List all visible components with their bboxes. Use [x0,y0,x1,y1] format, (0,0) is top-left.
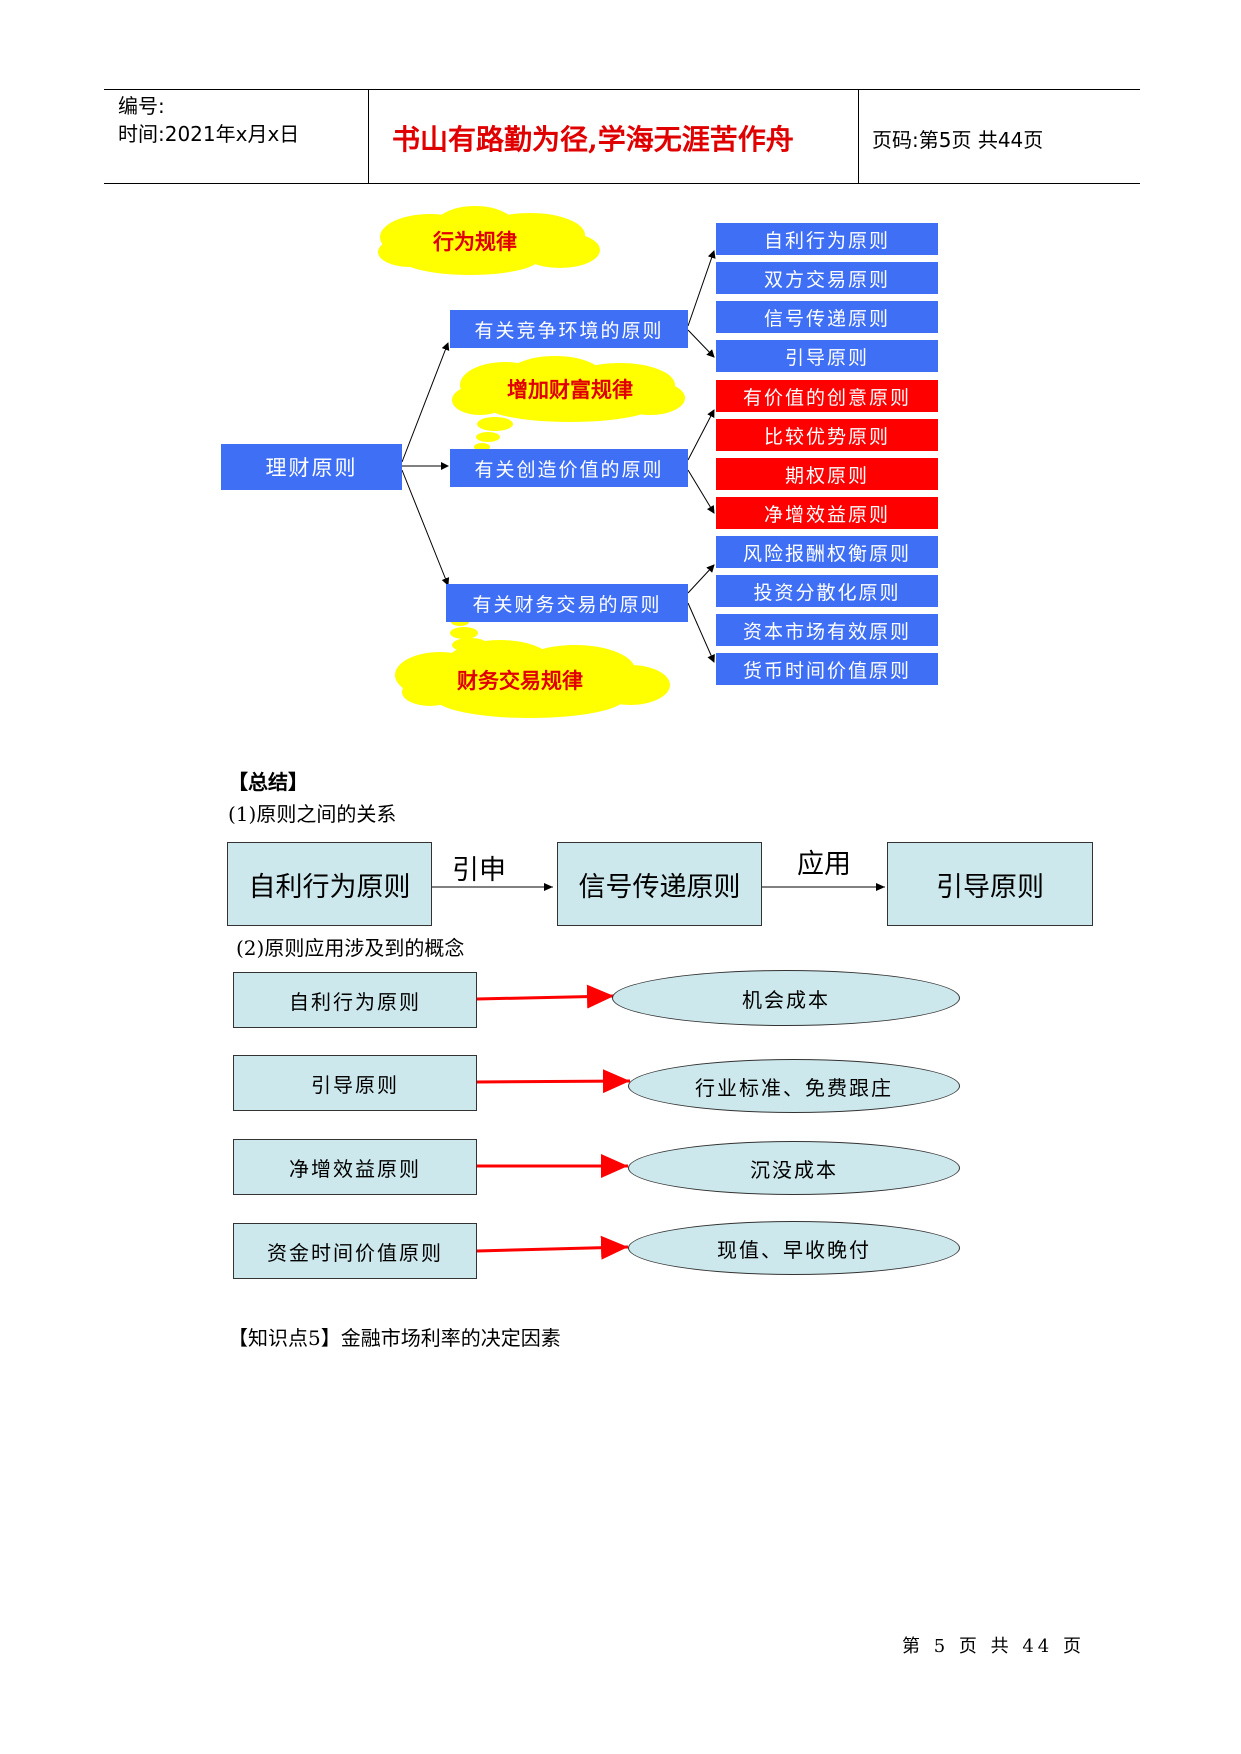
mindmap-branch-2: 有关创造价值的原则 [450,449,688,487]
mindmap-branch-3: 有关财务交易的原则 [446,584,688,622]
mindmap-canvas [378,206,716,718]
mindmap-branch-1: 有关竞争环境的原则 [450,310,688,348]
concept-value-4: 现值、早收晚付 [628,1221,960,1275]
header-bottom-rule [104,183,1140,184]
concept-principle-3: 净增效益原则 [233,1139,477,1195]
concept-value-2: 行业标准、免费跟庄 [628,1059,960,1113]
cloud-finance-label: 财务交易规律 [457,668,583,693]
edge-b1-leaf4 [687,329,715,358]
edge-b1-leaf1 [687,250,716,327]
header-motto: 书山有路勤为径,学海无涯苦作舟 [392,123,794,156]
mindmap-leaf-2-3: 期权原则 [716,458,938,490]
knowledge-point-heading: 【知识点5】金融市场利率的决定因素 [228,1326,561,1350]
relation-arrows [432,883,885,891]
relation-box-2: 信号传递原则 [557,842,762,926]
mindmap-root: 理财原则 [221,444,402,490]
mindmap-leaf-1-3: 信号传递原则 [716,301,938,333]
relation-arrow-label-2: 应用 [797,849,851,880]
concept-principle-1: 自利行为原则 [233,972,477,1028]
page-footer: 第 5 页 共 44 页 [902,1636,1085,1657]
cloud-behavior-shape [378,206,600,275]
cloud-wealth-shape [452,356,685,451]
mindmap-leaf-3-1: 风险报酬权衡原则 [716,536,938,568]
cloud-behavior-label: 行为规律 [433,229,517,254]
edge-root-branch1 [401,342,450,463]
header-top-rule [104,89,1140,90]
concept-value-1: 机会成本 [612,970,960,1026]
summary-sub1: (1)原则之间的关系 [228,802,397,826]
concept-value-3: 沉没成本 [628,1141,960,1195]
mindmap-leaf-1-4: 引导原则 [716,340,938,372]
mindmap-leaf-1-2: 双方交易原则 [716,262,938,294]
mindmap-leaf-2-1: 有价值的创意原则 [716,380,938,412]
header-serial: 编号: [118,94,165,118]
concept-arrows [476,984,631,1260]
mindmap-leaf-2-4: 净增效益原则 [716,497,938,529]
edge-b2-leaf1 [687,409,715,461]
concept-principle-4: 资金时间价值原则 [233,1223,477,1279]
cloud-wealth-label: 增加财富规律 [507,377,633,402]
edge-b3-leaf1 [687,564,715,594]
mindmap-leaf-3-2: 投资分散化原则 [716,575,938,607]
concept-principle-2: 引导原则 [233,1055,477,1111]
header-page-number: 页码:第5页 共44页 [872,128,1044,152]
header-time: 时间:2021年x月x日 [118,122,300,146]
relation-box-3: 引导原则 [887,842,1093,926]
relation-box-1: 自利行为原则 [227,842,432,926]
cloud-finance-shape [395,618,670,718]
summary-sub2: (2)原则应用涉及到的概念 [236,936,465,960]
edge-b2-leaf4 [687,469,715,514]
header-divider-left [368,90,369,184]
edge-b3-leaf4 [687,602,715,663]
mindmap-leaf-1-1: 自利行为原则 [716,223,938,255]
relation-arrow-label-1: 引申 [452,855,506,886]
header-divider-right [858,90,859,184]
mindmap-leaf-2-2: 比较优势原则 [716,419,938,451]
mindmap-leaf-3-3: 资本市场有效原则 [716,614,938,646]
mindmap-leaf-3-4: 货币时间价值原则 [716,653,938,685]
edge-root-branch3 [401,469,450,586]
summary-title: 【总结】 [228,770,308,794]
